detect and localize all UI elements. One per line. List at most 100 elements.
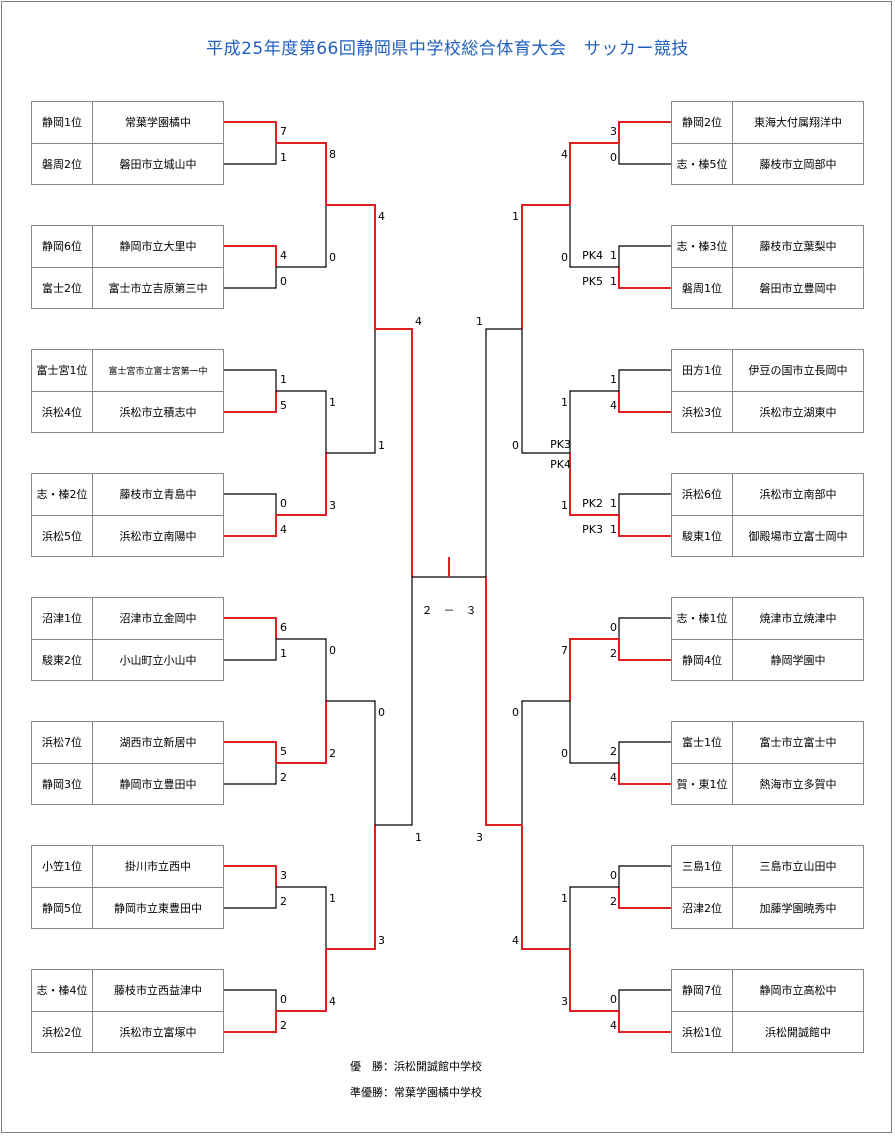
- bracket-line: [224, 143, 277, 165]
- team-name: 静岡市立大里中: [119, 240, 197, 254]
- winner-path-line: [521, 204, 570, 329]
- bracket-line: [618, 741, 671, 763]
- team-row: 沼津2位加藤学園暁秀中: [671, 886, 864, 928]
- score-right-r1: 3: [610, 125, 617, 138]
- score-right-r1: 2: [610, 895, 617, 908]
- score-left-r1: 5: [280, 745, 287, 758]
- bracket-line: [618, 865, 671, 887]
- score-right-r2: 0: [561, 251, 568, 264]
- pk-score-label: PK2: [582, 497, 603, 510]
- score-left-r1: 2: [280, 895, 287, 908]
- score-right-r2: 1: [561, 892, 568, 905]
- score-left-r1: 4: [280, 249, 287, 262]
- winner-path-line: [618, 763, 671, 785]
- score-right-r1: 2: [610, 745, 617, 758]
- team-seed: 浜松4位: [32, 391, 93, 432]
- score-right-r2: 1: [561, 396, 568, 409]
- team-row: 賀・東1位熱海市立多賀中: [671, 762, 864, 804]
- team-seed: 静岡1位: [32, 102, 93, 143]
- bracket-line: [224, 639, 277, 661]
- bracket-line: [276, 886, 327, 949]
- team-name: 静岡市立東豊田中: [114, 901, 202, 915]
- team-seed: 浜松6位: [672, 474, 733, 515]
- pk-score-label: PK3: [582, 523, 603, 536]
- winner-path-line: [224, 391, 277, 413]
- right-team-box: 志・榛1位焼津市立焼津中静岡4位静岡学園中: [671, 597, 864, 681]
- team-seed: 志・榛3位: [672, 226, 733, 267]
- left-team-box: 浜松7位湖西市立新居中静岡3位静岡市立豊田中: [31, 721, 224, 805]
- team-row: 沼津1位沼津市立金岡中: [31, 598, 224, 639]
- team-seed: 静岡2位: [672, 102, 733, 143]
- winner-path-line: [569, 949, 619, 1012]
- winner-path-line: [276, 949, 327, 1012]
- bracket-line: [569, 205, 619, 268]
- winner-path-line: [569, 453, 619, 516]
- right-team-box: 静岡2位東海大付属翔洋中志・榛5位藤枝市立岡部中: [671, 101, 864, 185]
- team-seed: 駿東2位: [32, 639, 93, 680]
- bracket-line: [618, 245, 671, 267]
- team-seed: 志・榛5位: [672, 143, 733, 184]
- team-seed: 静岡7位: [672, 970, 733, 1011]
- score-left-r2: 1: [329, 892, 336, 905]
- left-team-box: 静岡1位常葉学園橘中磐周2位磐田市立城山中: [31, 101, 224, 185]
- pk-score-label: PK4: [582, 249, 603, 262]
- bracket-line: [224, 369, 277, 391]
- team-name: 富士市立吉原第三中: [108, 281, 208, 295]
- team-seed: 田方1位: [672, 350, 733, 391]
- score-left-r2: 0: [329, 251, 336, 264]
- team-row: 静岡4位静岡学園中: [671, 638, 864, 680]
- score-right-r1: 0: [610, 151, 617, 164]
- score-right-r1: 0: [610, 993, 617, 1006]
- team-name: 焼津市立焼津中: [759, 612, 837, 626]
- score-left-r1: 4: [280, 523, 287, 536]
- left-team-box: 志・榛4位藤枝市立西益津中浜松2位浜松市立富塚中: [31, 969, 224, 1053]
- winner-path-line: [276, 453, 327, 516]
- team-seed: 静岡5位: [32, 887, 93, 928]
- team-row: 志・榛5位藤枝市立岡部中: [671, 142, 864, 184]
- team-seed: 沼津2位: [672, 887, 733, 928]
- team-seed: 賀・東1位: [672, 763, 733, 804]
- bracket-line: [485, 328, 522, 577]
- bracket-line: [326, 700, 376, 825]
- team-name: 富士宮市立富士宮第一中: [108, 366, 208, 377]
- right-team-box: 浜松6位浜松市立南部中駿東1位御殿場市立富士岡中: [671, 473, 864, 557]
- bracket-line: [224, 887, 277, 909]
- team-seed: 三島1位: [672, 846, 733, 887]
- team-row: 三島1位 三島市立山田中: [671, 846, 864, 887]
- score-right-r1: 1: [610, 249, 617, 262]
- team-row: 駿東1位御殿場市立富士岡中: [671, 514, 864, 556]
- winner-path-line: [224, 1011, 277, 1033]
- team-row: 浜松5位浜松市立南陽中: [31, 514, 224, 556]
- winner-path-line: [326, 204, 376, 329]
- team-name: 三島市立山田中: [759, 860, 837, 874]
- team-name: 湖西市立新居中: [119, 736, 197, 750]
- team-row: 志・榛3位藤枝市立葉梨中: [671, 226, 864, 267]
- score-right-r3: 0: [512, 706, 519, 719]
- score-left-r3: 4: [378, 210, 385, 223]
- score-left-r3: 1: [378, 439, 385, 452]
- winner-path-line: [375, 328, 413, 577]
- score-right-r2: 1: [561, 499, 568, 512]
- team-row: 志・榛1位焼津市立焼津中: [671, 598, 864, 639]
- team-row: 浜松6位浜松市立南部中: [671, 474, 864, 515]
- team-seed: 沼津1位: [32, 598, 93, 639]
- winner-path-line: [618, 121, 671, 143]
- winner-path-line: [521, 825, 570, 950]
- right-team-box: 志・榛3位藤枝市立葉梨中磐周1位磐田市立豊岡中: [671, 225, 864, 309]
- bracket-line: [276, 638, 327, 701]
- team-seed: 志・榛4位: [32, 970, 93, 1011]
- winner-path-line: [224, 121, 277, 143]
- pk-score-label: PK4: [550, 458, 571, 471]
- bracket-line: [618, 617, 671, 639]
- team-row: 志・榛4位藤枝市立西益津中: [31, 970, 224, 1011]
- score-left-r1: 7: [280, 125, 287, 138]
- winner-path-line: [485, 577, 522, 826]
- team-row: 富士1位富士市立富士中: [671, 722, 864, 763]
- team-name: 静岡市立高松中: [759, 984, 837, 998]
- team-row: 静岡2位東海大付属翔洋中: [671, 102, 864, 143]
- team-seed: 志・榛2位: [32, 474, 93, 515]
- team-row: 浜松1位浜松開誠館中: [671, 1010, 864, 1052]
- score-left-r4: 4: [415, 315, 422, 328]
- bracket-line: [224, 493, 277, 515]
